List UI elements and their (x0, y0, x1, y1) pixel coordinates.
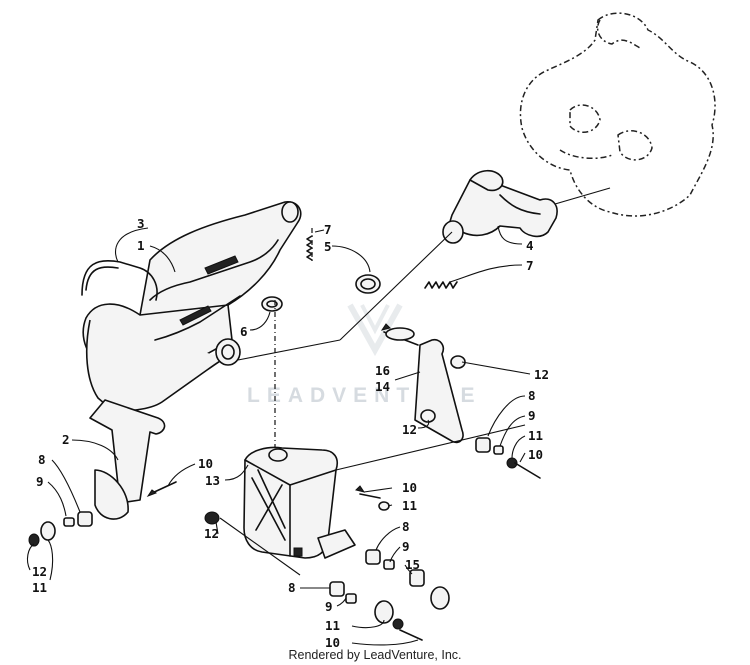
footer-credit: Rendered by LeadVenture, Inc. (288, 648, 462, 662)
watermark-logo (347, 303, 403, 357)
callout-12: 12 (534, 367, 549, 382)
callout-10: 10 (325, 635, 340, 650)
callout-14: 14 (375, 379, 390, 394)
spring-upper (306, 235, 313, 261)
callout-13: 13 (205, 473, 220, 488)
callout-12: 12 (204, 526, 219, 541)
mount-arm (380, 323, 466, 444)
callout-9: 9 (325, 599, 333, 614)
callout-11: 11 (528, 428, 543, 443)
callout-11: 11 (32, 580, 47, 595)
callout-8: 8 (38, 452, 46, 467)
callout-5: 5 (324, 239, 332, 254)
callout-9: 9 (402, 539, 410, 554)
leader-lines (26, 225, 531, 646)
callout-4: 4 (526, 238, 534, 253)
callout-6: 6 (240, 324, 248, 339)
heat-shield-strap (81, 259, 158, 301)
callout-12: 12 (402, 422, 417, 437)
engine-outline (519, 12, 716, 217)
spring-lower (424, 281, 458, 289)
callout-8: 8 (528, 388, 536, 403)
callout-11: 11 (402, 498, 417, 513)
callout-16: 16 (375, 363, 390, 378)
lower-fasteners (204, 511, 450, 641)
callout-2: 2 (62, 432, 70, 447)
gasket-ring (355, 274, 381, 294)
callout-labels: 3 1 7 5 4 7 6 12 16 14 8 9 12 11 10 2 8 … (32, 216, 549, 650)
manifold-line (339, 231, 453, 341)
callout-8: 8 (402, 519, 410, 534)
callout-15: 15 (405, 557, 420, 572)
muffler-box (243, 446, 356, 559)
callout-7: 7 (526, 258, 534, 273)
callout-10: 10 (528, 447, 543, 462)
callout-10: 10 (198, 456, 213, 471)
outlet-line (237, 339, 341, 361)
callout-3: 3 (137, 216, 145, 231)
callout-1: 1 (137, 238, 145, 253)
callout-8: 8 (288, 580, 296, 595)
front-mount-bracket (89, 399, 166, 520)
callout-11: 11 (325, 618, 340, 633)
grommet (261, 296, 283, 312)
callout-12: 12 (32, 564, 47, 579)
exhaust-manifold (442, 169, 558, 244)
callout-9: 9 (36, 474, 44, 489)
callout-9: 9 (528, 408, 536, 423)
right-fasteners (355, 437, 541, 511)
callout-10: 10 (402, 480, 417, 495)
callout-7: 7 (324, 222, 332, 237)
expansion-chamber (82, 201, 302, 412)
